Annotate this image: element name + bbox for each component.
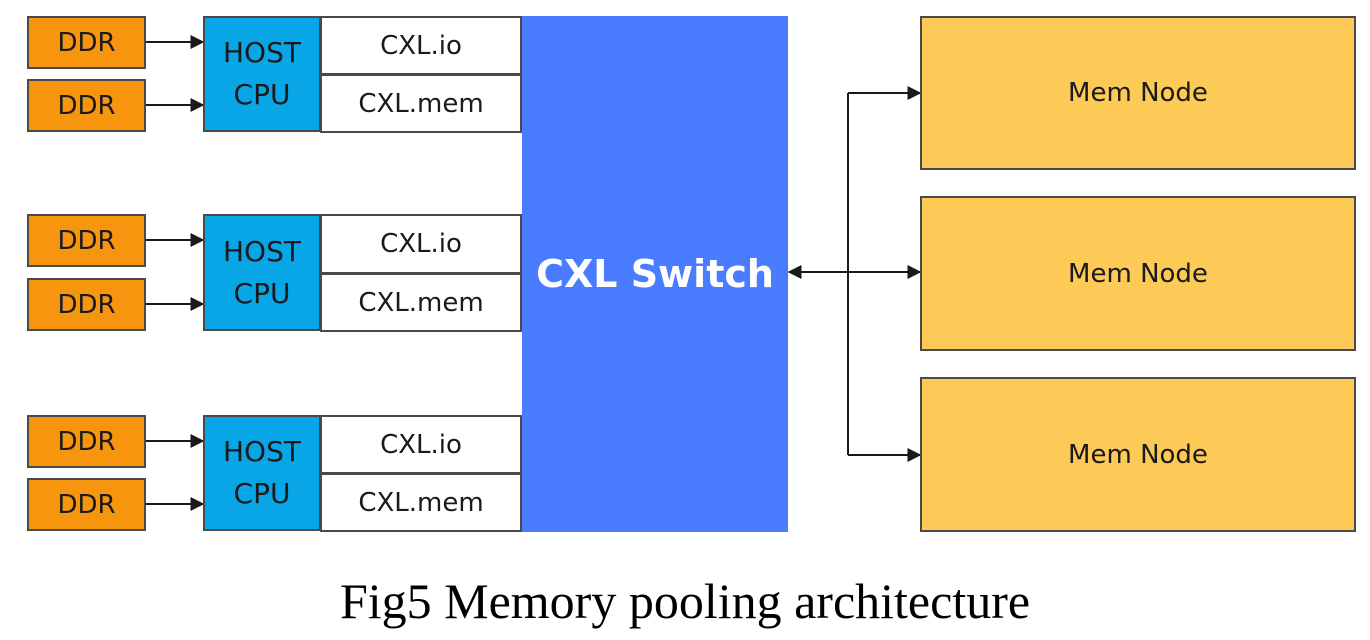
- ddr-box: DDR: [27, 415, 146, 468]
- ddr-box: DDR: [27, 278, 146, 331]
- cxl-switch-box: CXL Switch: [522, 16, 788, 532]
- cxl-mem-box: CXL.mem: [320, 74, 522, 133]
- ddr-box: DDR: [27, 79, 146, 132]
- ddr-box: DDR: [27, 214, 146, 267]
- cxl-io-box: CXL.io: [320, 415, 522, 474]
- host-cpu-box: HOST CPU: [203, 415, 321, 531]
- ddr-box: DDR: [27, 16, 146, 69]
- host-cpu-box: HOST CPU: [203, 16, 321, 132]
- mem-node-box: Mem Node: [920, 377, 1356, 532]
- cxl-io-box: CXL.io: [320, 214, 522, 274]
- mem-node-box: Mem Node: [920, 16, 1356, 170]
- ddr-box: DDR: [27, 478, 146, 531]
- mem-node-box: Mem Node: [920, 196, 1356, 351]
- cxl-mem-box: CXL.mem: [320, 273, 522, 332]
- host-cpu-box: HOST CPU: [203, 214, 321, 331]
- cxl-mem-box: CXL.mem: [320, 473, 522, 532]
- cxl-io-box: CXL.io: [320, 16, 522, 75]
- figure-caption: Fig5 Memory pooling architecture: [339, 573, 1031, 629]
